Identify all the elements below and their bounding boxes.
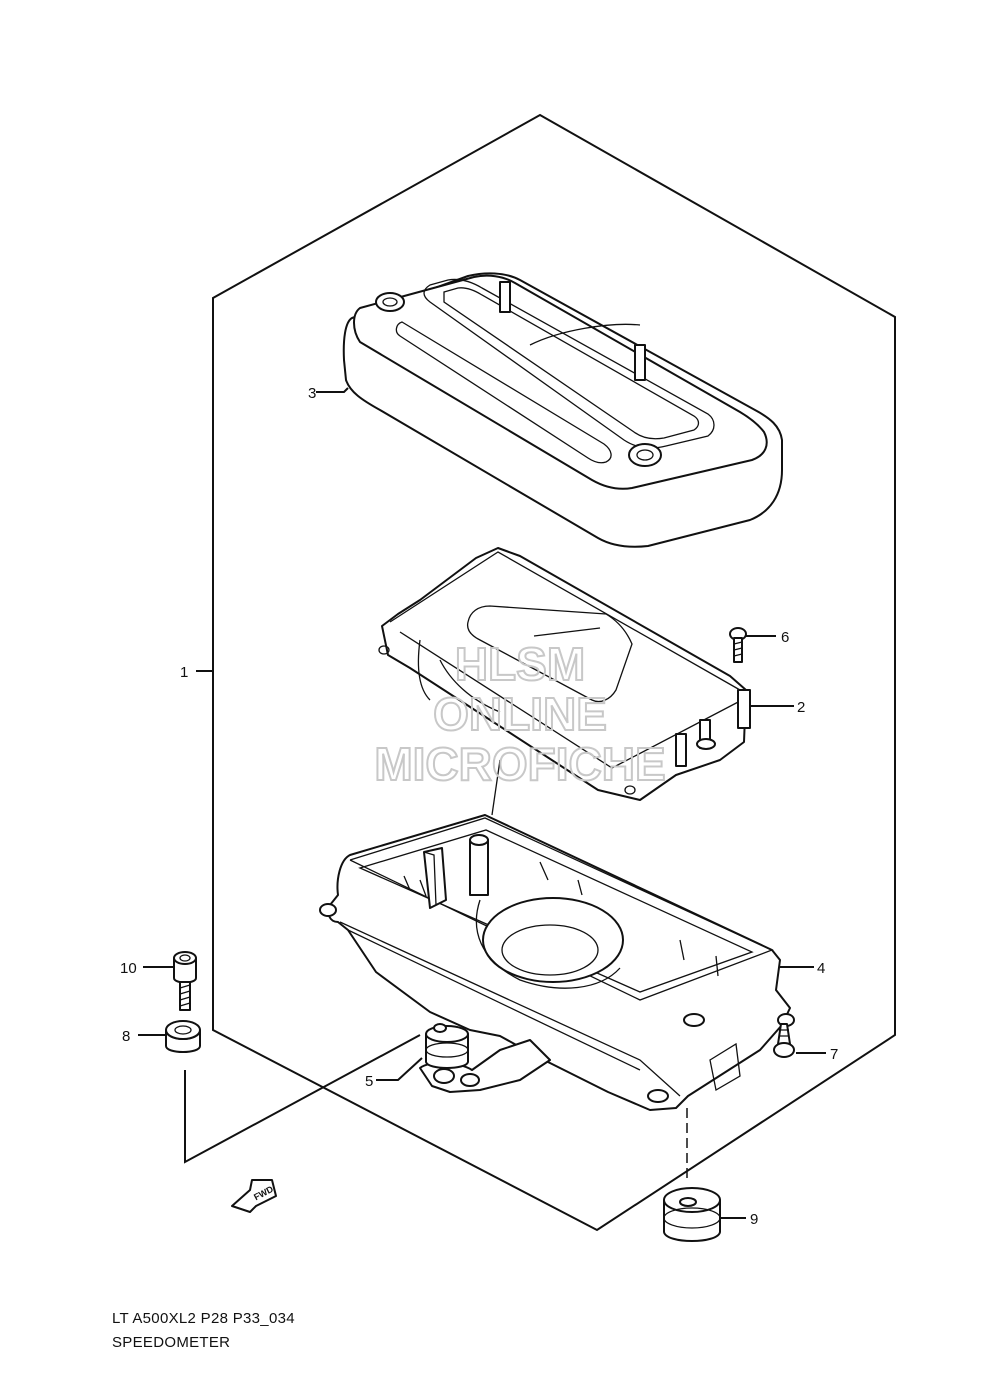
callout-5: 5 bbox=[365, 1073, 373, 1090]
part-8-collar bbox=[165, 1020, 201, 1053]
watermark-line-1: HLSM bbox=[455, 638, 585, 690]
part-9-cushion bbox=[663, 1187, 721, 1242]
part-2-meter-unit bbox=[378, 547, 751, 801]
callout-2: 2 bbox=[797, 699, 805, 716]
callout-4: 4 bbox=[817, 960, 825, 977]
assembly-boundary bbox=[212, 113, 896, 1232]
callout-10: 10 bbox=[120, 960, 137, 977]
diagram-title: SPEEDOMETER bbox=[112, 1334, 231, 1351]
part-4-meter-case bbox=[319, 759, 795, 1111]
part-3-meter-cover bbox=[342, 272, 783, 548]
watermark-line-3: MICROFICHE bbox=[374, 738, 665, 790]
part-5-grommet bbox=[425, 1023, 469, 1069]
part-10-bolt bbox=[173, 951, 197, 1011]
part-7-tapping-screw bbox=[773, 1023, 795, 1058]
leader-lines bbox=[138, 387, 826, 1219]
diagram-code: LT A500XL2 P28 P33_034 bbox=[112, 1310, 295, 1327]
part-6-screw bbox=[729, 627, 747, 663]
callout-9: 9 bbox=[750, 1211, 758, 1228]
callout-6: 6 bbox=[781, 629, 789, 646]
watermark: HLSM ONLINE MICROFICHE bbox=[373, 637, 666, 791]
callout-1: 1 bbox=[180, 664, 188, 681]
fwd-direction-marker: FWD bbox=[231, 1179, 277, 1213]
callout-3: 3 bbox=[308, 385, 316, 402]
watermark-line-2: ONLINE bbox=[433, 688, 607, 740]
callout-8: 8 bbox=[122, 1028, 130, 1045]
callout-7: 7 bbox=[830, 1046, 838, 1063]
